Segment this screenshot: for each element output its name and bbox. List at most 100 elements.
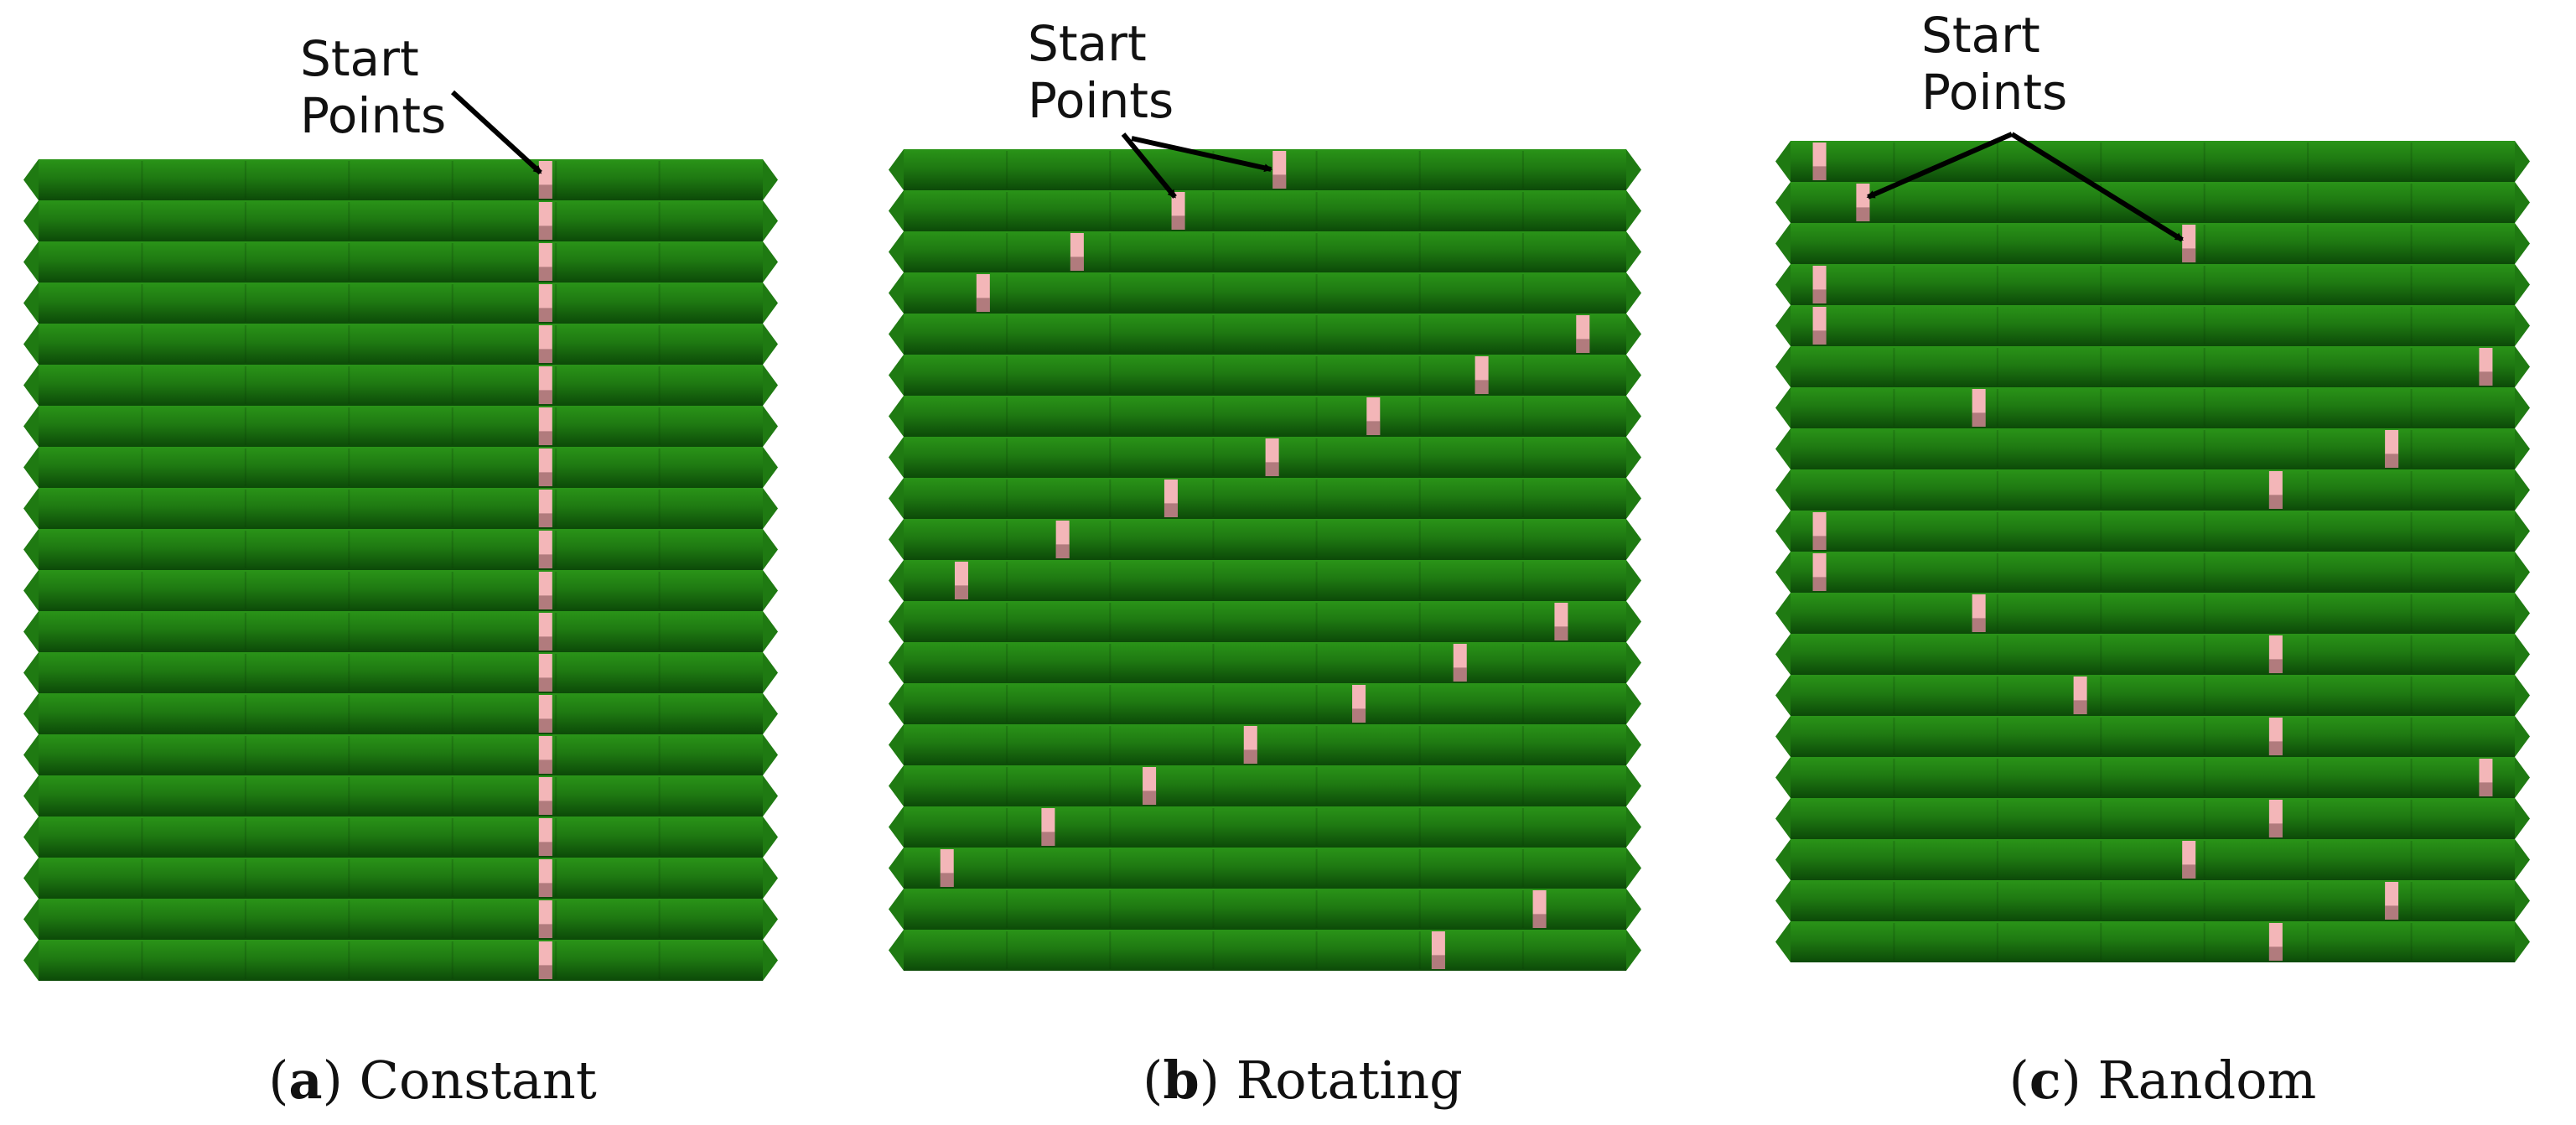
layer-right-tip	[2515, 387, 2530, 428]
layer-right-tip	[2515, 428, 2530, 469]
layer-left-tip	[1775, 511, 1791, 552]
layer-right-tip	[1626, 355, 1641, 396]
layer-right-tip	[2515, 675, 2530, 716]
start-point-shadow	[1812, 166, 1827, 181]
layer-right-tip	[763, 324, 778, 365]
layer-left-tip	[1775, 839, 1791, 880]
layer-bar	[39, 324, 763, 365]
layer-right-tip	[2515, 593, 2530, 634]
start-point-shadow	[1352, 708, 1366, 723]
layer-left-tip	[23, 200, 39, 241]
layer-bar	[39, 447, 763, 488]
layer-left-tip	[1775, 798, 1791, 839]
start-point-shadow	[2268, 741, 2283, 756]
layer-right-tip	[763, 652, 778, 693]
layer-bar	[1791, 716, 2515, 757]
layer-bar	[39, 159, 763, 200]
layer-right-tip	[2515, 921, 2530, 962]
layer-bar	[39, 858, 763, 899]
layer	[889, 683, 1641, 724]
layer	[23, 570, 778, 611]
layer	[1775, 469, 2530, 511]
layer-left-tip	[23, 529, 39, 570]
arrow	[1131, 136, 1273, 173]
start-point-shadow	[538, 883, 552, 898]
layer-right-tip	[2515, 346, 2530, 387]
start-point-shadow	[940, 873, 954, 888]
layer	[1775, 387, 2530, 428]
layer	[889, 806, 1641, 848]
annotation-start: Start	[1028, 15, 1147, 72]
layer	[23, 652, 778, 693]
layer-bar	[39, 570, 763, 611]
layer-bar	[1791, 223, 2515, 264]
start-point-shadow	[1453, 667, 1467, 682]
layer-left-tip	[889, 806, 904, 848]
layer-left-tip	[889, 848, 904, 889]
layer-left-tip	[23, 406, 39, 447]
arrow	[450, 90, 542, 175]
panel-b	[889, 149, 1641, 971]
annotation-points: Points	[1028, 72, 1174, 129]
layer-right-tip	[763, 570, 778, 611]
start-point-shadow	[2385, 454, 2399, 469]
layer-right-tip	[1626, 601, 1641, 642]
layer-bar	[904, 765, 1626, 806]
layer-bar	[1791, 757, 2515, 798]
start-point-shadow	[954, 585, 968, 600]
start-point-shadow	[538, 760, 552, 775]
layer-bar	[904, 355, 1626, 396]
start-point-shadow	[1812, 289, 1827, 304]
layer-right-tip	[763, 611, 778, 652]
layer	[889, 642, 1641, 683]
layer-left-tip	[1775, 469, 1791, 511]
layer-bar	[1791, 880, 2515, 921]
layer	[23, 365, 778, 406]
layer	[23, 693, 778, 734]
layer-left-tip	[889, 765, 904, 806]
layer-bar	[904, 930, 1626, 971]
layer-right-tip	[763, 940, 778, 981]
layer-bar	[39, 488, 763, 529]
layer-bar	[904, 642, 1626, 683]
layer-left-tip	[1775, 675, 1791, 716]
layer-left-tip	[1775, 305, 1791, 346]
layer	[889, 848, 1641, 889]
layer-left-tip	[1775, 634, 1791, 675]
layer	[1775, 593, 2530, 634]
layer-right-tip	[763, 406, 778, 447]
start-point-shadow	[538, 924, 552, 939]
layer	[889, 560, 1641, 601]
layer-right-tip	[2515, 141, 2530, 182]
layer	[889, 601, 1641, 642]
layer-bar	[1791, 593, 2515, 634]
layer-right-tip	[763, 488, 778, 529]
layer	[23, 858, 778, 899]
layer	[23, 241, 778, 283]
layer-left-tip	[1775, 428, 1791, 469]
layer-left-tip	[1775, 921, 1791, 962]
layer-right-tip	[2515, 305, 2530, 346]
start-point-shadow	[1475, 380, 1489, 395]
start-point-shadow	[2182, 248, 2196, 263]
layer-left-tip	[889, 519, 904, 560]
layer-right-tip	[1626, 642, 1641, 683]
layer	[889, 478, 1641, 519]
layer-left-tip	[889, 601, 904, 642]
layer-bar	[1791, 141, 2515, 182]
layer	[1775, 428, 2530, 469]
layer-left-tip	[889, 889, 904, 930]
layer	[889, 519, 1641, 560]
start-point-shadow	[538, 965, 552, 980]
start-point-shadow	[538, 554, 552, 569]
layer-right-tip	[2515, 223, 2530, 264]
layer-left-tip	[1775, 880, 1791, 921]
layer-bar	[1791, 387, 2515, 428]
start-point-shadow	[1041, 832, 1055, 847]
start-point-shadow	[2268, 659, 2283, 674]
layer	[23, 324, 778, 365]
start-point-shadow	[538, 801, 552, 816]
start-point-shadow	[1812, 577, 1827, 592]
layer	[1775, 511, 2530, 552]
layer-bar	[904, 396, 1626, 437]
